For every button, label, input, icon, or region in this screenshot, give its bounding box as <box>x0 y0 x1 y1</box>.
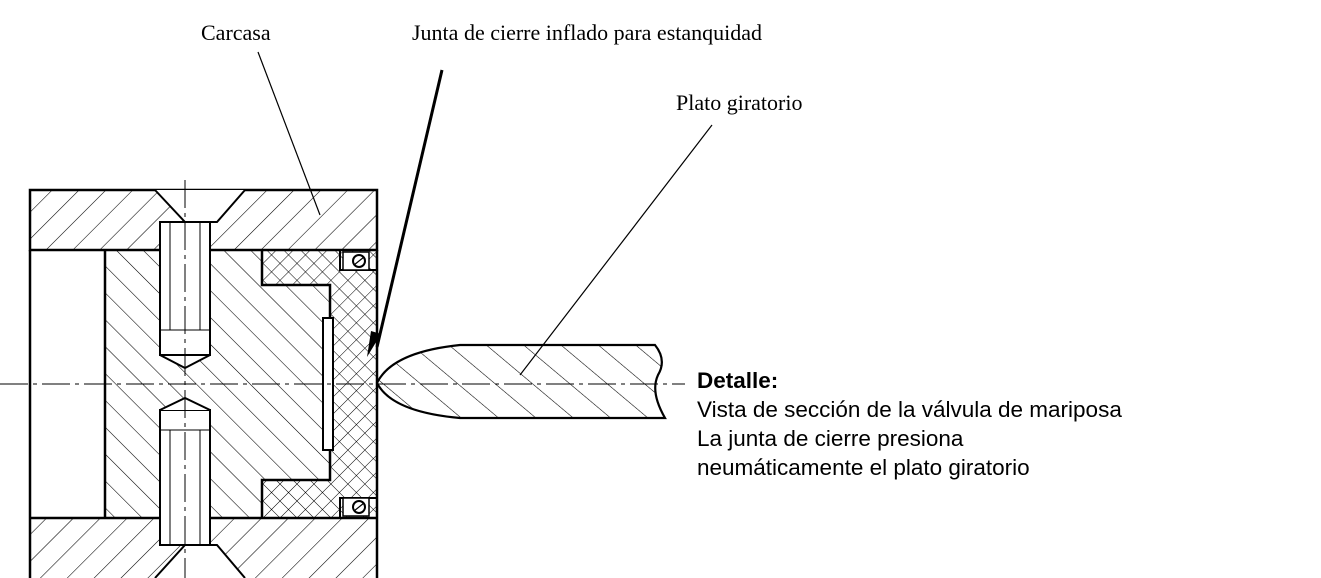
caption-line-3: neumáticamente el plato giratorio <box>697 455 1030 480</box>
detail-caption: Detalle: Vista de sección de la válvula … <box>697 366 1317 482</box>
caption-line-2: La junta de cierre presiona <box>697 426 964 451</box>
caption-title: Detalle: <box>697 368 779 393</box>
o-ring-top <box>342 251 370 271</box>
label-housing: Carcasa <box>201 20 271 45</box>
leader-seal <box>375 69 444 348</box>
o-ring-bottom <box>342 497 370 517</box>
leader-lines <box>257 51 713 376</box>
caption-line-1: Vista de sección de la válvula de maripo… <box>697 397 1122 422</box>
label-disc: Plato giratorio <box>676 90 802 115</box>
leader-seal-arrowhead <box>367 331 381 357</box>
center-lines <box>0 180 685 578</box>
rotating-disc <box>375 343 667 420</box>
leader-disc <box>519 124 713 376</box>
label-seal: Junta de cierre inflado para estanquidad <box>412 20 762 45</box>
leader-housing <box>257 51 321 216</box>
